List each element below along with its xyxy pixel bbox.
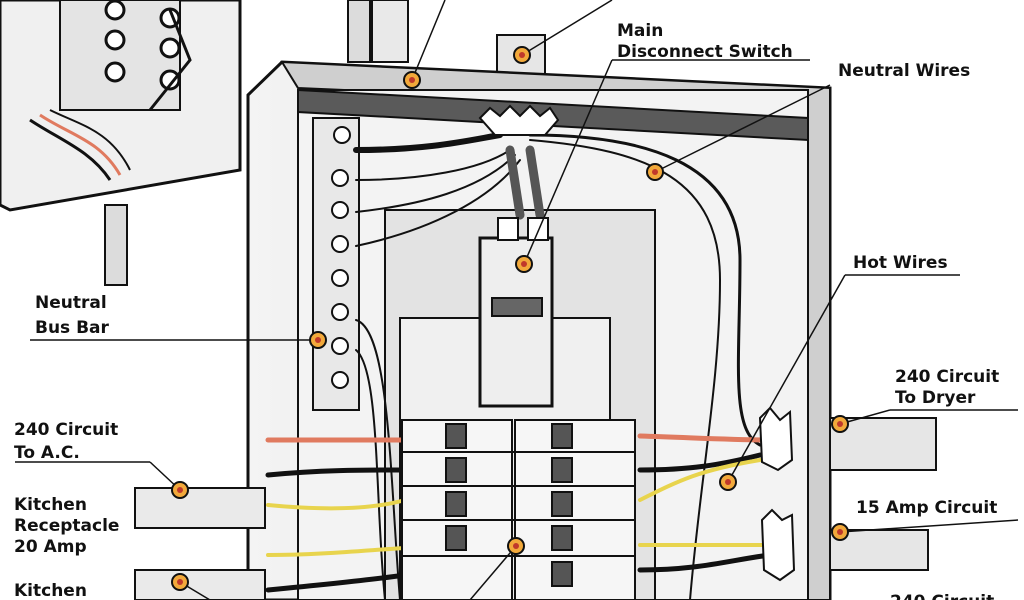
label-240-ac-line2: To A.C. xyxy=(14,443,80,463)
label-kitchen-receptacle-line1: Kitchen xyxy=(14,495,87,515)
callout-dot-neutral-bus-bar xyxy=(309,331,327,349)
callout-dot-main-disconnect xyxy=(515,255,533,273)
label-240-dryer-line1: 240 Circuit xyxy=(895,367,999,387)
label-kitchen-bottom: Kitchen xyxy=(14,581,87,600)
label-240-ac-line1: 240 Circuit xyxy=(14,420,118,440)
callout-leader-lines xyxy=(15,0,1019,600)
callout-dot-service-entrance xyxy=(403,71,421,89)
label-main-disconnect-line1: Main xyxy=(617,21,663,41)
callout-dot-15-amp-circuit xyxy=(831,523,849,541)
cable-clamp xyxy=(478,104,560,136)
callout-dot-service-conduit xyxy=(513,46,531,64)
label-neutral-bus-line1: Neutral xyxy=(35,293,107,313)
panel-wires xyxy=(265,132,773,600)
label-15-amp-circuit: 15 Amp Circuit xyxy=(856,498,997,518)
callout-dot-kitchen-bottom xyxy=(171,573,189,591)
label-kitchen-receptacle-line2: Receptacle xyxy=(14,516,119,536)
neutral-bus-bar xyxy=(312,117,360,411)
meter-base-illustration xyxy=(0,0,242,286)
label-neutral-wires: Neutral Wires xyxy=(838,61,970,81)
label-kitchen-receptacle-line3: 20 Amp xyxy=(14,537,87,557)
label-240-dryer-line2: To Dryer xyxy=(895,388,976,408)
callout-dots xyxy=(171,46,849,591)
label-hot-wires: Hot Wires xyxy=(853,253,948,273)
callout-dot-neutral-wires xyxy=(646,163,664,181)
label-240-bottom: 240 Circuit xyxy=(890,592,994,600)
callout-dot-dryer-circuit xyxy=(831,415,849,433)
circuit-breakers xyxy=(401,419,636,600)
service-conduits xyxy=(347,0,546,76)
label-main-disconnect-line2: Disconnect Switch xyxy=(617,42,793,62)
callout-dot-ac-circuit xyxy=(171,481,189,499)
callout-dot-hot-wires xyxy=(719,473,737,491)
main-disconnect-switch xyxy=(478,217,554,408)
label-neutral-bus-line2: Bus Bar xyxy=(35,318,110,338)
callout-dot-breaker xyxy=(507,537,525,555)
callout-labels: Main Disconnect Switch Neutral Wires Hot… xyxy=(14,21,999,600)
